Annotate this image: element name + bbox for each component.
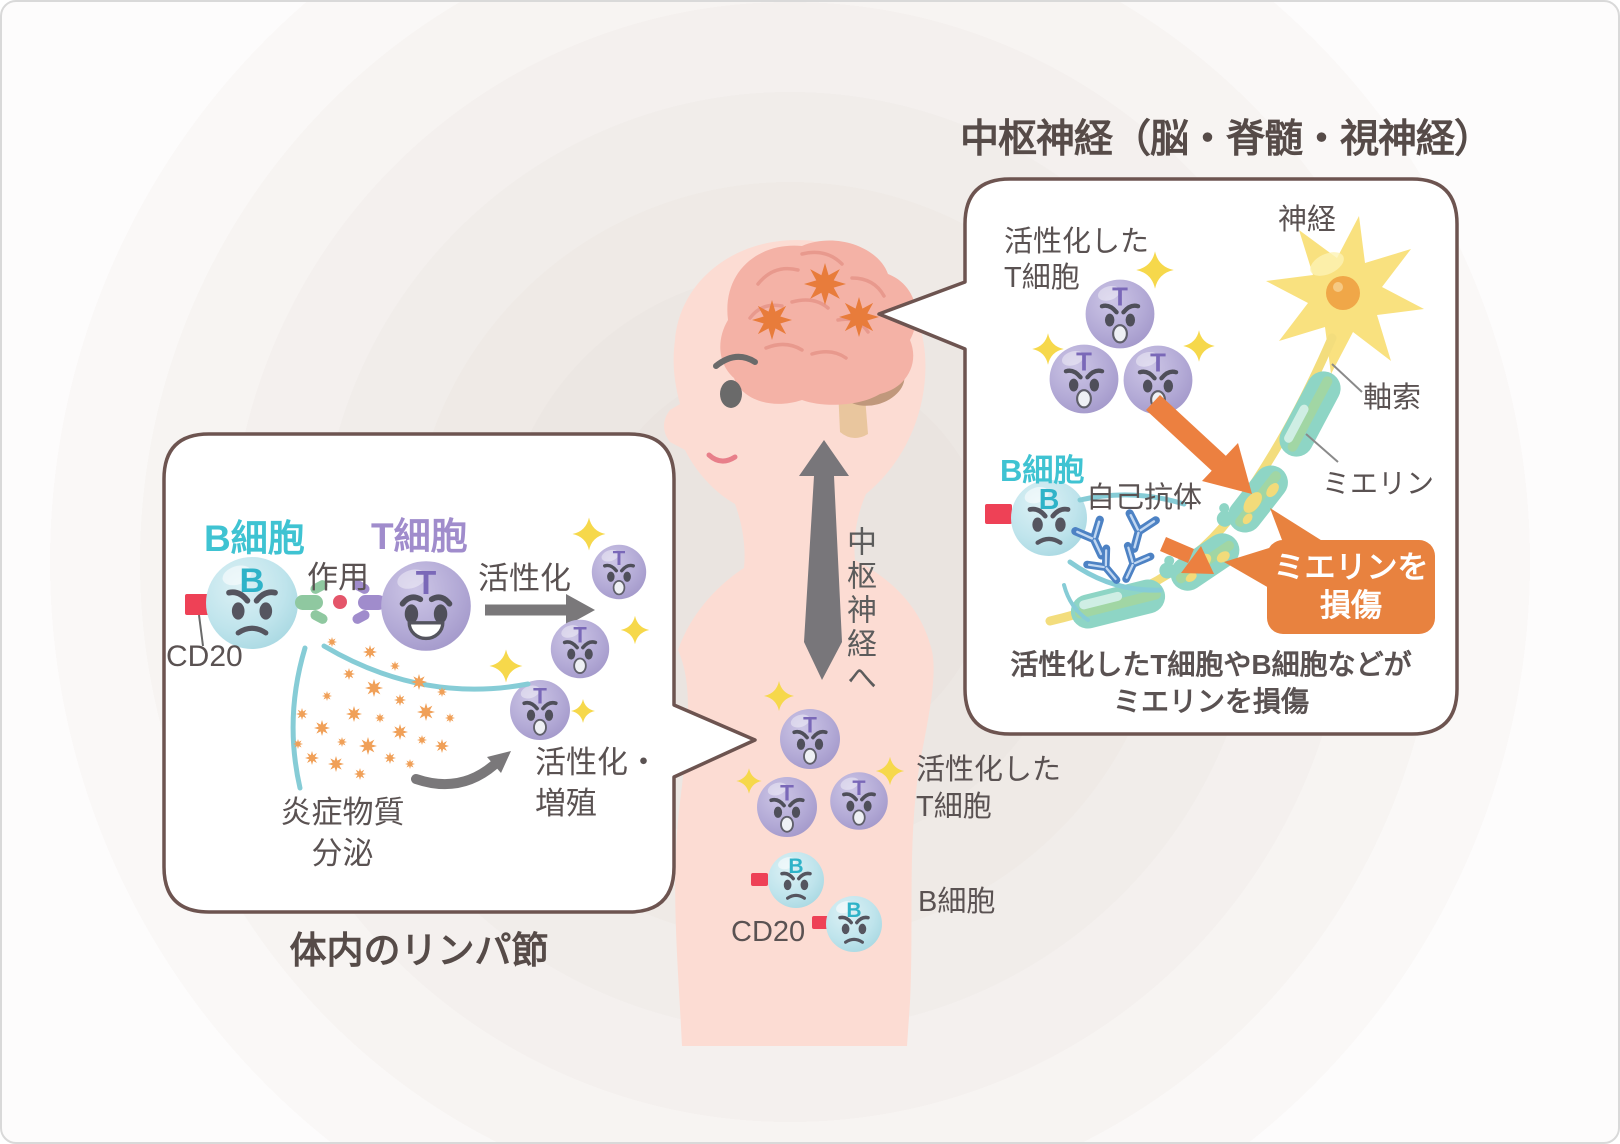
to-cns-label: 中枢神経へ	[842, 526, 875, 696]
brain	[720, 240, 917, 405]
secretion-swoosh	[321, 643, 531, 692]
b-cell-icon	[766, 850, 826, 910]
b-cell-icon	[206, 557, 298, 649]
myelin-damage-callout: ミエリンを 損傷	[1267, 540, 1435, 634]
damage-callout-line1: ミエリンを	[1273, 550, 1429, 585]
t-cell-icon	[381, 561, 471, 651]
b-cell-icon	[824, 894, 884, 954]
myelin-segment-intact	[1279, 371, 1341, 457]
antigen-icon	[333, 595, 347, 609]
body-activated-t-label: 活性化した T細胞	[916, 752, 1061, 826]
cns-panel-content	[985, 216, 1424, 629]
cns-caption-line1: 活性化したT細胞やB細胞などが	[1010, 649, 1412, 680]
lymph-cd20-label: CD20	[166, 640, 243, 673]
nerve-label: 神経	[1278, 204, 1337, 236]
secretion-swoosh	[290, 645, 308, 791]
inflammation-line2: 分泌	[311, 836, 374, 871]
body-activated-t-line1: 活性化した	[916, 754, 1062, 786]
body-cd20-label: CD20	[731, 916, 806, 948]
brain-lesion-icon	[752, 300, 792, 340]
activated-t-cell-icon	[508, 678, 572, 742]
myelin-pointer-line	[1305, 433, 1339, 463]
cns-activated-t-label: 活性化した T細胞	[1004, 224, 1149, 296]
brain-lesion-icon	[839, 297, 879, 337]
axon-pointer-line	[1331, 363, 1363, 393]
brain-gyri	[748, 250, 886, 360]
activated-t-cell-icon	[590, 543, 648, 601]
axon-label: 軸索	[1363, 382, 1422, 414]
soma-highlight	[1310, 252, 1344, 276]
t-cell-receptor-icon	[352, 580, 386, 624]
lymph-panel-content	[185, 517, 650, 791]
myelin-label: ミエリン	[1322, 468, 1435, 499]
lymph-b-cell-label: B細胞	[204, 518, 305, 559]
activated-t-cell-icon	[778, 707, 842, 771]
cd20-marker	[812, 916, 829, 929]
cns-b-cell-label: B細胞	[1000, 453, 1085, 488]
secretion-swoosh	[1077, 492, 1187, 507]
secretion-swoosh	[1062, 583, 1090, 622]
inflammation-label: 炎症物質 分泌	[260, 792, 425, 874]
autoantibody-label: 自己抗体	[1086, 482, 1203, 514]
callout-tail	[1224, 548, 1269, 588]
myelin-segment-damaged	[1216, 465, 1288, 533]
activation-arrow	[485, 594, 595, 626]
up-arrow	[799, 440, 849, 680]
damage-callout-line2: 損傷	[1320, 588, 1382, 623]
secretion-swoosh	[1067, 559, 1163, 593]
b-cell-icon	[1011, 480, 1087, 556]
body-b-cell-label: B細胞	[918, 886, 996, 918]
activation-label: 活性化	[478, 561, 571, 596]
body-silhouette	[664, 240, 934, 1046]
smile	[706, 452, 738, 464]
activated-t-cell-icon	[1050, 345, 1119, 414]
cd20-marker	[751, 873, 768, 886]
diagram-title: 中枢神経（脳・脊髄・視神経）	[960, 118, 1493, 161]
antibody-attack-arrow	[1160, 537, 1214, 574]
brain-lesion-icon	[804, 263, 846, 305]
proliferation-line2: 増殖	[535, 786, 597, 821]
proliferation-line1: 活性化・	[535, 745, 659, 780]
activated-t-cell-icon	[755, 775, 819, 839]
human-figure	[664, 240, 934, 1046]
lymph-t-cell-label: T細胞	[371, 516, 468, 557]
cns-activated-t-line1: 活性化した	[1004, 226, 1150, 258]
cns-activated-t-line2: T細胞	[1004, 262, 1080, 294]
cns-caption-line2: ミエリンを損傷	[1112, 686, 1309, 717]
neuron-nucleus-icon	[1326, 276, 1360, 310]
b-cell-receptor-icon	[295, 580, 328, 624]
proliferation-label: 活性化・ 増殖	[535, 742, 659, 824]
t-cell-attack-arrow	[1146, 395, 1252, 494]
eye	[720, 380, 742, 408]
proliferation-arrow	[411, 751, 511, 790]
lymph-node-caption: 体内のリンパ節	[289, 930, 549, 971]
activated-t-cell-icon	[548, 617, 612, 681]
cns-caption: 活性化したT細胞やB細胞などが ミエリンを損傷	[965, 646, 1457, 720]
action-label: 作用	[307, 560, 369, 595]
body-activated-t-line2: T細胞	[916, 791, 992, 823]
inflammation-line1: 炎症物質	[280, 795, 405, 830]
cd20-marker	[985, 504, 1012, 524]
eyebrow	[713, 353, 758, 369]
nucleus-highlight	[1333, 282, 1343, 292]
cd20-pointer-line	[198, 614, 204, 647]
activated-t-cell-icon	[828, 770, 890, 832]
